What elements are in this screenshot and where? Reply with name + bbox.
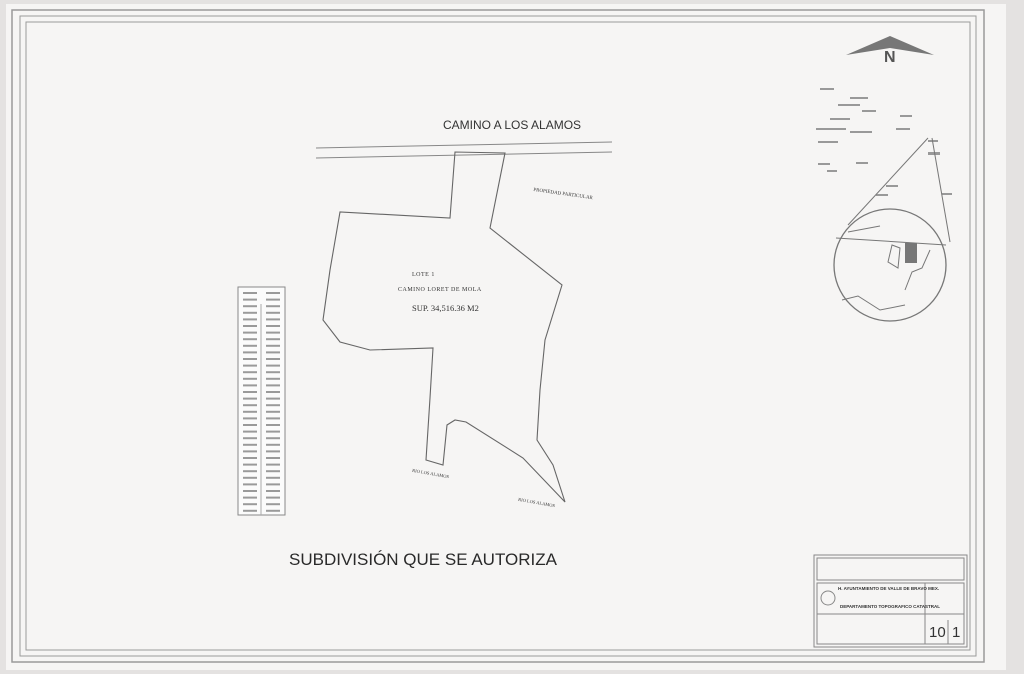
table-cell bbox=[266, 351, 280, 354]
table-cell bbox=[266, 311, 280, 314]
table-cell bbox=[243, 318, 257, 321]
table-cell bbox=[243, 490, 257, 492]
table-cell bbox=[266, 298, 280, 301]
table-cell bbox=[243, 364, 257, 367]
table-cell bbox=[266, 470, 280, 473]
table-cell bbox=[266, 305, 280, 308]
table-cell bbox=[243, 325, 257, 327]
table-cell bbox=[243, 305, 257, 308]
table-cell bbox=[266, 338, 280, 341]
table-cell bbox=[243, 351, 257, 354]
table-cell bbox=[243, 470, 257, 473]
table-cell bbox=[266, 457, 280, 459]
table-cell bbox=[243, 384, 257, 387]
table-cell bbox=[243, 371, 257, 374]
table-cell bbox=[243, 437, 257, 440]
table-cell bbox=[266, 358, 280, 360]
table-cell bbox=[266, 430, 280, 433]
sheet-border bbox=[11, 9, 985, 663]
table-cell bbox=[243, 311, 257, 314]
table-cell bbox=[243, 331, 257, 334]
table-cell bbox=[243, 503, 257, 506]
coordinate-table bbox=[237, 286, 286, 516]
table-cell bbox=[243, 483, 257, 486]
svg-text:N: N bbox=[884, 49, 896, 66]
table-cell bbox=[243, 509, 257, 512]
table-cell bbox=[266, 496, 280, 499]
table-cell bbox=[266, 371, 280, 374]
table-cell bbox=[243, 430, 257, 433]
table-cell bbox=[266, 443, 280, 446]
table-cell bbox=[266, 450, 280, 453]
table-cell bbox=[243, 457, 257, 459]
north-arrow-icon: N bbox=[846, 36, 934, 66]
table-cell bbox=[266, 509, 280, 512]
road-label: CAMINO A LOS ALAMOS bbox=[443, 118, 582, 132]
table-cell bbox=[243, 292, 257, 294]
table-cell bbox=[243, 391, 257, 393]
title-block bbox=[813, 554, 968, 648]
table-cell bbox=[266, 410, 280, 413]
table-cell bbox=[266, 391, 280, 393]
location-map bbox=[816, 88, 952, 322]
table-cell bbox=[266, 424, 280, 426]
table-cell bbox=[266, 397, 280, 400]
table-cell bbox=[266, 490, 280, 492]
table-cell bbox=[266, 364, 280, 367]
table-cell bbox=[266, 292, 280, 294]
table-cell bbox=[243, 397, 257, 400]
table-cell bbox=[243, 417, 257, 420]
table-cell bbox=[266, 318, 280, 321]
table-cell bbox=[243, 463, 257, 466]
table-cell bbox=[266, 331, 280, 334]
table-cell bbox=[243, 443, 257, 446]
table-cell bbox=[266, 404, 280, 407]
lot-road: CAMINO LORET DE MOLA bbox=[398, 287, 482, 293]
table-cell bbox=[243, 404, 257, 407]
road-camino-a-los-alamos bbox=[315, 141, 613, 159]
table-cell bbox=[266, 325, 280, 327]
table-cell bbox=[266, 377, 280, 380]
table-cell bbox=[266, 344, 280, 347]
table-cell bbox=[266, 437, 280, 440]
table-cell bbox=[243, 338, 257, 341]
table-cell bbox=[266, 384, 280, 387]
table-cell bbox=[243, 496, 257, 499]
table-cell bbox=[266, 476, 280, 479]
page-title: SUBDIVISIÓN QUE SE AUTORIZA bbox=[289, 550, 557, 569]
table-cell bbox=[243, 410, 257, 413]
lot-area: SUP. 34,516.36 M2 bbox=[412, 303, 479, 313]
table-cell bbox=[266, 483, 280, 486]
title-block-organization: H. AYUNTAMIENTO DE VALLE DE BRAVO MEX. bbox=[838, 586, 940, 591]
table-cell bbox=[266, 463, 280, 466]
table-cell bbox=[243, 358, 257, 360]
sheet-total: 1 bbox=[952, 624, 961, 641]
table-cell bbox=[266, 417, 280, 420]
title-block-department: DEPARTAMENTO TOPOGRAFICO CATASTRAL bbox=[840, 604, 940, 609]
lot-1-boundary bbox=[322, 151, 566, 503]
table-cell bbox=[243, 476, 257, 479]
table-cell bbox=[243, 424, 257, 426]
lot-name: LOTE 1 bbox=[412, 272, 435, 278]
table-cell bbox=[243, 298, 257, 301]
table-cell bbox=[243, 344, 257, 347]
table-cell bbox=[243, 450, 257, 453]
sheet-number: 10 bbox=[929, 624, 946, 641]
table-cell bbox=[243, 377, 257, 380]
table-cell bbox=[266, 503, 280, 506]
